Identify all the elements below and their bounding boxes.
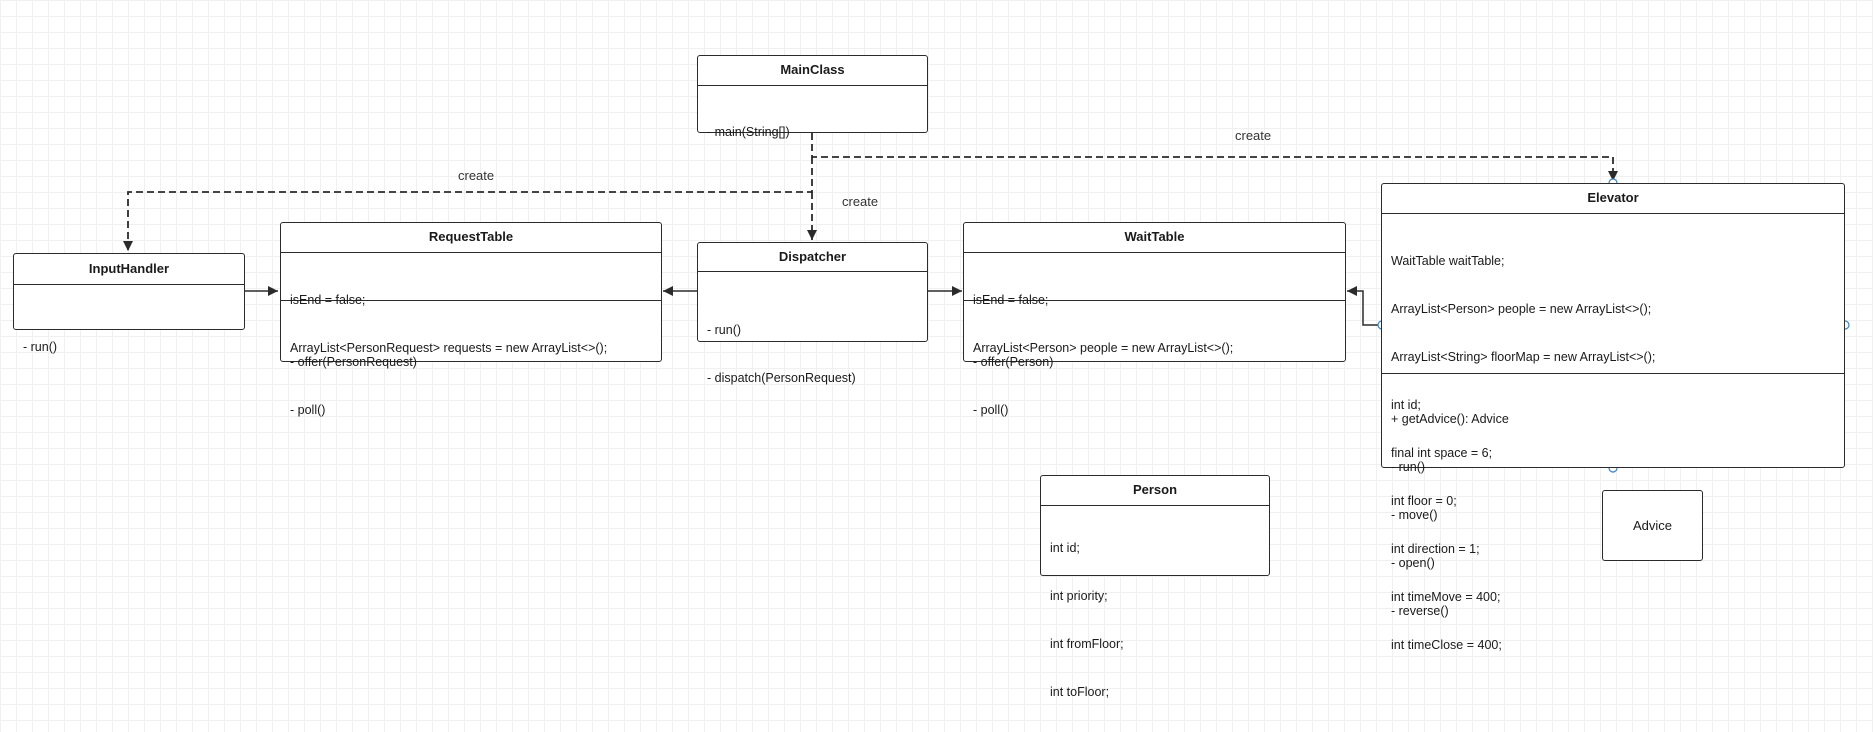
attribute-line: int id; xyxy=(1050,541,1080,555)
operation-line: - run() xyxy=(1391,460,1426,474)
attribute-line: int id; xyxy=(1391,398,1421,412)
class-title: MainClass xyxy=(698,56,927,86)
attribute-line: isEnd = false; xyxy=(973,293,1049,307)
attribute-line: int direction = 1; xyxy=(1391,542,1480,556)
edge-label-create-inputhandler: create xyxy=(458,168,495,183)
attribute-line: WaitTable waitTable; xyxy=(1391,254,1505,268)
class-attributes: isEnd = false; ArrayList<Person> people … xyxy=(964,253,1345,355)
class-title: Dispatcher xyxy=(698,243,927,272)
operation-line: - move() xyxy=(1391,508,1438,522)
attribute-line: int toFloor; xyxy=(1050,685,1110,699)
class-attributes: int id; int priority; int fromFloor; int… xyxy=(1041,506,1269,732)
operation-line: - run() xyxy=(23,340,58,354)
class-dispatcher[interactable]: Dispatcher - run() - dispatch(PersonRequ… xyxy=(697,242,928,385)
attribute-line: ArrayList<Person> people = new ArrayList… xyxy=(973,341,1234,355)
operation-line: - poll() xyxy=(973,403,1009,417)
operation-line: - offer(PersonRequest) xyxy=(290,355,417,369)
attribute-line: isEnd = false; xyxy=(290,293,366,307)
attribute-line: final int space = 6; xyxy=(1391,446,1493,460)
class-title: Elevator xyxy=(1382,184,1844,214)
attribute-line: int fromFloor; xyxy=(1050,637,1124,651)
edge-elevator-waittable xyxy=(1347,286,1380,326)
class-mainclass[interactable]: MainClass - main(String[]) xyxy=(697,55,928,139)
class-requesttable[interactable]: RequestTable isEnd = false; ArrayList<Pe… xyxy=(280,222,662,417)
class-operations: - main(String[]) xyxy=(698,86,927,172)
operation-line: - main(String[]) xyxy=(707,125,790,139)
class-attributes: WaitTable waitTable; ArrayList<Person> p… xyxy=(1382,214,1844,652)
operation-line: - run() xyxy=(707,323,742,337)
edge-label-create-dispatcher: create xyxy=(842,194,879,209)
class-title: InputHandler xyxy=(14,254,244,285)
attribute-line: int floor = 0; xyxy=(1391,494,1457,508)
attribute-line: int priority; xyxy=(1050,589,1108,603)
box-label: Advice xyxy=(1632,518,1673,533)
class-inputhandler[interactable]: InputHandler - run() xyxy=(13,253,245,354)
class-title: RequestTable xyxy=(281,223,661,253)
edge-label-create-elevator: create xyxy=(1235,128,1272,143)
class-person[interactable]: Person int id; int priority; int fromFlo… xyxy=(1040,475,1270,699)
operation-line: + getAdvice(): Advice xyxy=(1391,412,1509,426)
class-elevator[interactable]: Elevator WaitTable waitTable; ArrayList<… xyxy=(1381,183,1845,652)
class-attributes: isEnd = false; ArrayList<PersonRequest> … xyxy=(281,253,661,355)
attribute-line: ArrayList<PersonRequest> requests = new … xyxy=(290,341,608,355)
class-operations: - offer(PersonRequest) - poll() xyxy=(281,301,661,450)
class-operations: - run() xyxy=(14,285,244,387)
attribute-line: int timeMove = 400; xyxy=(1391,590,1501,604)
box-advice[interactable]: Advice xyxy=(1602,490,1703,561)
operation-line: - dispatch(PersonRequest) xyxy=(707,371,856,385)
edge-create-inputhandler xyxy=(123,157,813,251)
operation-line: - offer(Person) xyxy=(973,355,1054,369)
operation-line: - poll() xyxy=(290,403,326,417)
class-waittable[interactable]: WaitTable isEnd = false; ArrayList<Perso… xyxy=(963,222,1346,417)
attribute-line: ArrayList<String> floorMap = new ArrayLi… xyxy=(1391,350,1656,364)
edge-create-elevator xyxy=(811,133,1618,181)
attribute-line: ArrayList<Person> people = new ArrayList… xyxy=(1391,302,1652,316)
class-operations: - run() - dispatch(PersonRequest) xyxy=(698,272,927,418)
class-title: Person xyxy=(1041,476,1269,506)
operation-line: - open() xyxy=(1391,556,1435,570)
operation-line: - reverse() xyxy=(1391,604,1449,618)
class-title: WaitTable xyxy=(964,223,1345,253)
class-operations: - offer(Person) - poll() xyxy=(964,301,1345,450)
